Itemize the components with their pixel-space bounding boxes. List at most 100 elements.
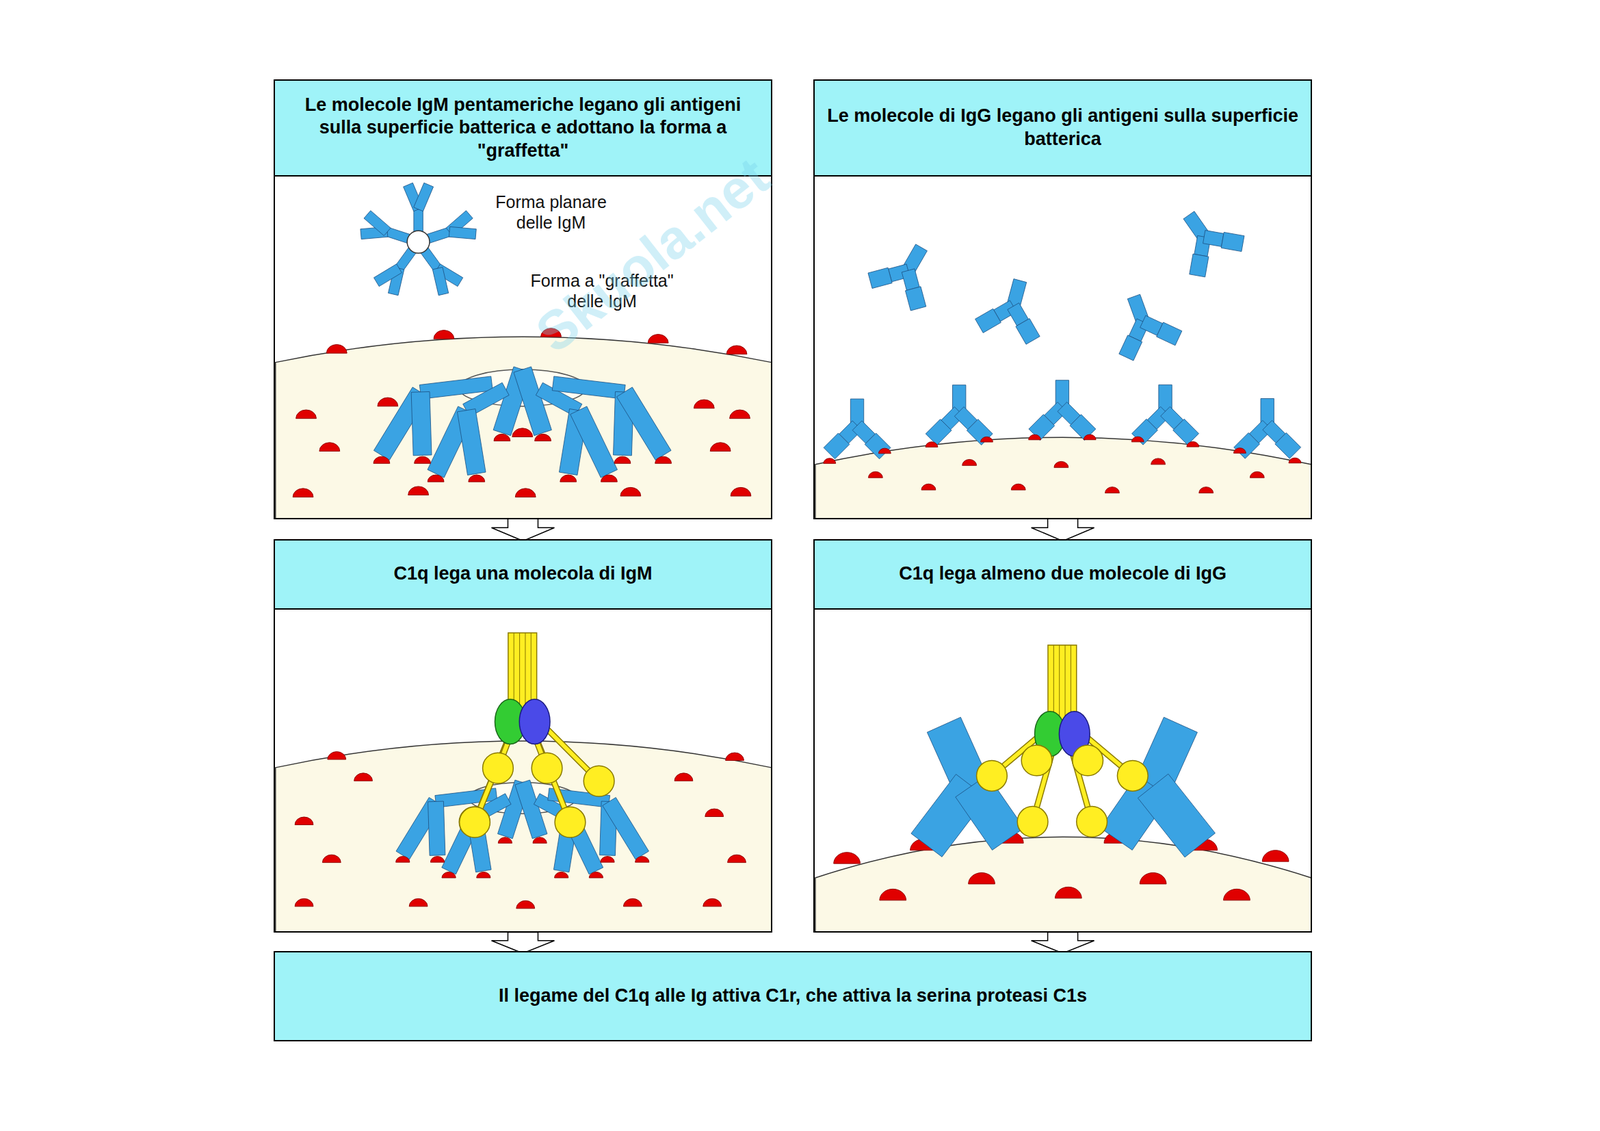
panel-c1q-igm [275,632,772,932]
igg-molecule [1028,380,1096,441]
antigen [1249,471,1265,478]
step-heading: Il legame del C1q alle Ig attiva C1r, ch… [274,952,1312,1040]
igg-molecule [862,230,951,317]
antigen [294,816,314,825]
step-panel: Le molecole di IgG legano gli antigeni s… [813,79,1313,520]
antigen [823,458,836,464]
antigen [710,442,731,452]
bacterial-surface [815,437,1312,519]
antigen [560,474,577,482]
chain-block [1234,432,1261,459]
antigen [620,487,641,496]
antigen [493,433,511,441]
antigen [294,898,314,906]
igg-molecule [1161,195,1252,284]
igg-molecule [823,398,891,459]
step-heading: C1q lega una molecola di IgM [274,540,771,610]
chain-block [1137,773,1215,858]
antigen [878,448,891,454]
antigen [296,409,317,419]
c1q-complex [458,632,615,838]
igg-molecule [1132,384,1200,445]
chain-block [1152,317,1186,351]
antigen [515,488,536,498]
bacterial-surface [275,740,772,932]
antigen [396,856,410,863]
antigen [1262,850,1289,862]
antigen [655,456,672,464]
igg-molecule [1102,285,1186,365]
antigen [377,397,399,407]
chain-block [616,387,672,461]
chain-block [456,409,486,476]
chain-block [1275,432,1302,459]
chain-block [1114,331,1148,364]
antigen [614,456,631,464]
flow-arrow [1031,931,1095,953]
antigen [726,345,747,355]
igg-molecule [972,271,1053,347]
antigen [322,854,341,862]
antigen [1151,458,1166,465]
antigen [354,772,373,781]
antigen [588,871,603,878]
watermark: Skuola.net [524,145,782,366]
antigen [409,898,428,906]
antigen [1233,448,1246,454]
antigen [468,474,485,482]
antigen [925,441,938,448]
antigen [327,751,347,760]
antigen [1054,886,1082,898]
antigen [1083,434,1096,440]
antigen [292,488,314,498]
c1q-complex [976,645,1149,837]
chain-block [448,226,477,239]
chain-block [413,209,423,232]
antigen [833,852,861,864]
chain-block [363,210,391,236]
antigen [512,428,533,438]
antigen [1223,888,1251,900]
step-panel: C1q lega una molecola di IgM [273,539,773,934]
chain-block [426,227,451,243]
chain-block [823,433,850,459]
chain-block [411,391,432,455]
panel-igg-binding [815,195,1312,519]
antigen [600,856,615,863]
chain-block [1011,315,1044,347]
antigen [962,458,977,466]
chain-block [552,376,626,399]
igm-staple [396,779,649,875]
antigen [703,898,722,906]
bacterial-surface [815,836,1312,932]
chain-block [1173,418,1200,445]
chain-block [1069,414,1096,441]
antigen [476,871,491,878]
antigen [319,442,340,452]
igm-staple [373,366,672,478]
antigen [1139,872,1167,884]
chain-block [570,406,618,478]
antigen [497,837,512,844]
flow-arrow [1031,518,1095,541]
chain-block [1181,247,1218,284]
antigen [430,856,444,863]
antigen [1199,487,1214,494]
antigen [980,436,994,442]
flow-arrow [491,931,555,953]
chain-block [864,433,891,459]
antigen [516,900,535,908]
igg-molecule [1234,398,1302,459]
antigen [1105,487,1120,494]
chain-block [432,267,449,296]
antigen [1186,441,1200,447]
antigen [879,888,907,900]
antigen [921,483,936,490]
chain-block [428,801,446,856]
chain-block [1028,414,1055,441]
chain-block [966,419,993,446]
antigen [373,456,390,464]
igg-molecule [925,385,993,446]
step-heading: Le molecole di IgG legano gli antigeni s… [814,80,1311,177]
